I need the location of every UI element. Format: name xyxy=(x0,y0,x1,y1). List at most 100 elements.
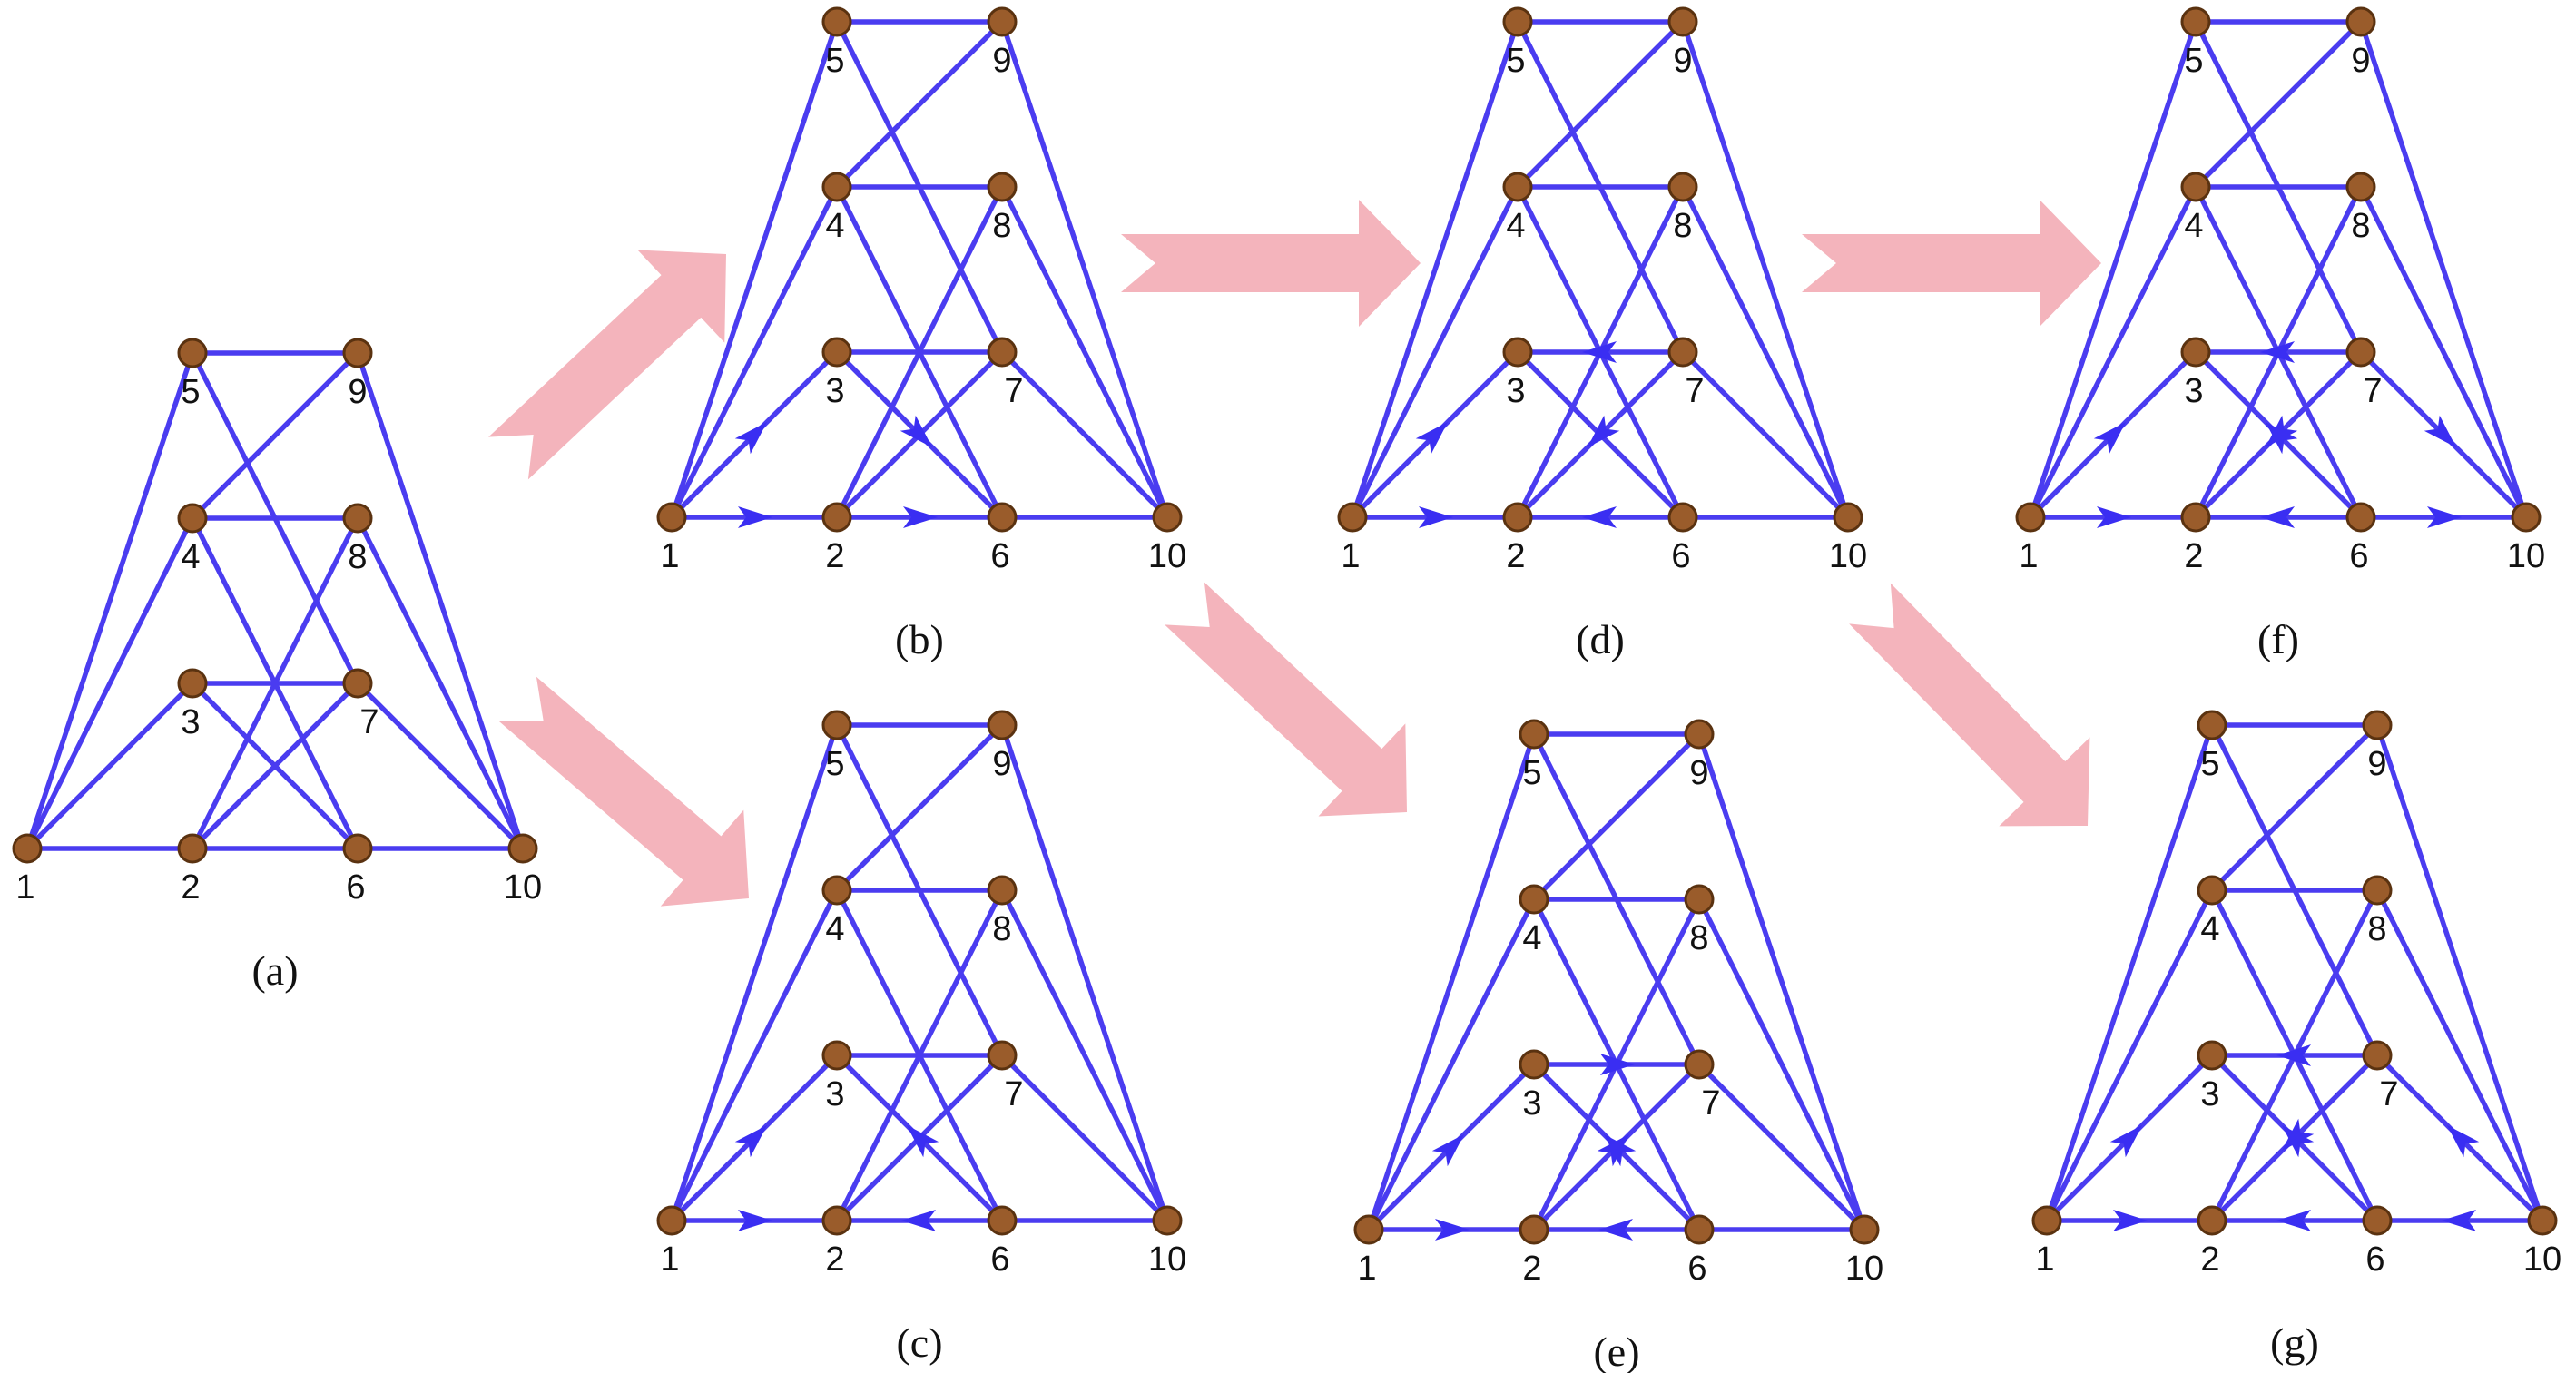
flow-arrow-b-to-d xyxy=(1121,200,1421,327)
arrowhead-1-2 xyxy=(738,1210,772,1231)
arrowhead-3-6 xyxy=(900,415,933,448)
arrowhead-1-2 xyxy=(738,506,772,528)
arrowhead-1-3 xyxy=(2109,1124,2143,1158)
node-label-8: 8 xyxy=(1673,207,1692,245)
arrowhead-6-2 xyxy=(1598,1219,1633,1241)
panel-label: (g) xyxy=(2270,1319,2319,1366)
node-10 xyxy=(2511,502,2542,533)
edge-1-5 xyxy=(669,21,840,518)
node-10 xyxy=(1833,502,1863,533)
arrowhead-1-3 xyxy=(1431,1133,1465,1167)
edge-1-4 xyxy=(2028,185,2198,519)
arrowhead-6-2 xyxy=(2260,506,2295,528)
arrowhead-1-2 xyxy=(1419,506,1453,528)
arrowhead-1-3 xyxy=(2093,421,2127,455)
edge-4-9 xyxy=(2194,20,2363,189)
edge-4-9 xyxy=(2210,723,2379,892)
node-9 xyxy=(987,6,1018,37)
edge-1-3 xyxy=(25,682,194,850)
node-label-7: 7 xyxy=(1685,372,1704,410)
node-6 xyxy=(1684,1214,1715,1245)
edge-5-7 xyxy=(2209,723,2380,1057)
edge-7-10 xyxy=(1000,350,1169,519)
node-label-3: 3 xyxy=(1522,1084,1541,1123)
edge-7-10 xyxy=(1681,350,1850,519)
node-label-2: 2 xyxy=(825,1241,844,1279)
edge-1-5 xyxy=(2028,21,2198,518)
node-6 xyxy=(987,1205,1018,1236)
edge-9-10 xyxy=(2358,21,2529,518)
node-4 xyxy=(821,172,852,202)
node-label-3: 3 xyxy=(181,703,200,741)
node-label-2: 2 xyxy=(181,868,200,907)
arrowhead-1-2 xyxy=(1435,1219,1470,1241)
node-label-1: 1 xyxy=(660,537,679,575)
node-10 xyxy=(1849,1214,1880,1245)
node-9 xyxy=(987,710,1018,740)
node-10 xyxy=(507,833,538,864)
node-5 xyxy=(2180,6,2211,37)
node-7 xyxy=(1667,337,1698,368)
node-label-7: 7 xyxy=(1004,372,1023,410)
node-label-5: 5 xyxy=(1506,42,1525,80)
node-label-10: 10 xyxy=(1829,537,1867,575)
node-1 xyxy=(1337,502,1368,533)
edge-9-10 xyxy=(1680,21,1851,518)
node-6 xyxy=(1667,502,1698,533)
node-9 xyxy=(1667,6,1698,37)
edge-4-6 xyxy=(834,888,1005,1222)
node-2 xyxy=(1519,1214,1549,1245)
panel-label: (c) xyxy=(896,1319,942,1366)
node-label-8: 8 xyxy=(1689,919,1708,957)
edge-8-10 xyxy=(355,516,526,850)
node-label-8: 8 xyxy=(2351,207,2370,245)
node-7 xyxy=(1684,1049,1715,1080)
node-label-9: 9 xyxy=(992,745,1011,783)
node-label-5: 5 xyxy=(2184,42,2203,80)
node-8 xyxy=(987,875,1018,906)
node-7 xyxy=(342,668,373,699)
node-5 xyxy=(821,6,852,37)
node-label-4: 4 xyxy=(181,538,200,576)
node-label-6: 6 xyxy=(1671,537,1690,575)
edge-1-4 xyxy=(1366,897,1537,1231)
arrowhead-7-2 xyxy=(1587,415,1620,448)
node-label-1: 1 xyxy=(2035,1241,2054,1279)
arrowhead-7-3 xyxy=(2276,1044,2311,1066)
arrowhead-2-6 xyxy=(903,506,938,528)
node-6 xyxy=(2362,1205,2393,1236)
node-6 xyxy=(987,502,1018,533)
node-label-9: 9 xyxy=(2351,42,2370,80)
node-10 xyxy=(1152,502,1183,533)
edge-5-7 xyxy=(834,723,1005,1057)
node-10 xyxy=(2527,1205,2558,1236)
node-7 xyxy=(2362,1040,2393,1071)
node-2 xyxy=(821,1205,852,1236)
node-label-2: 2 xyxy=(1506,537,1525,575)
node-label-6: 6 xyxy=(2365,1241,2384,1279)
node-5 xyxy=(1519,719,1549,750)
edge-4-9 xyxy=(191,351,359,520)
node-label-10: 10 xyxy=(2523,1241,2561,1279)
node-2 xyxy=(2180,502,2211,533)
node-5 xyxy=(2197,710,2227,740)
edge-4-9 xyxy=(1532,732,1701,901)
arrowhead-2-7 xyxy=(1597,1133,1630,1167)
node-4 xyxy=(177,503,208,534)
node-3 xyxy=(821,1040,852,1071)
node-label-8: 8 xyxy=(992,910,1011,948)
edge-8-10 xyxy=(1696,897,1867,1231)
arrowhead-7-3 xyxy=(1582,341,1617,363)
node-5 xyxy=(821,710,852,740)
arrowhead-6-2 xyxy=(901,1210,936,1231)
arrowhead-10-6 xyxy=(2442,1210,2476,1231)
node-label-1: 1 xyxy=(1341,537,1360,575)
node-label-4: 4 xyxy=(1522,919,1541,957)
node-7 xyxy=(987,337,1018,368)
node-label-4: 4 xyxy=(1506,207,1525,245)
